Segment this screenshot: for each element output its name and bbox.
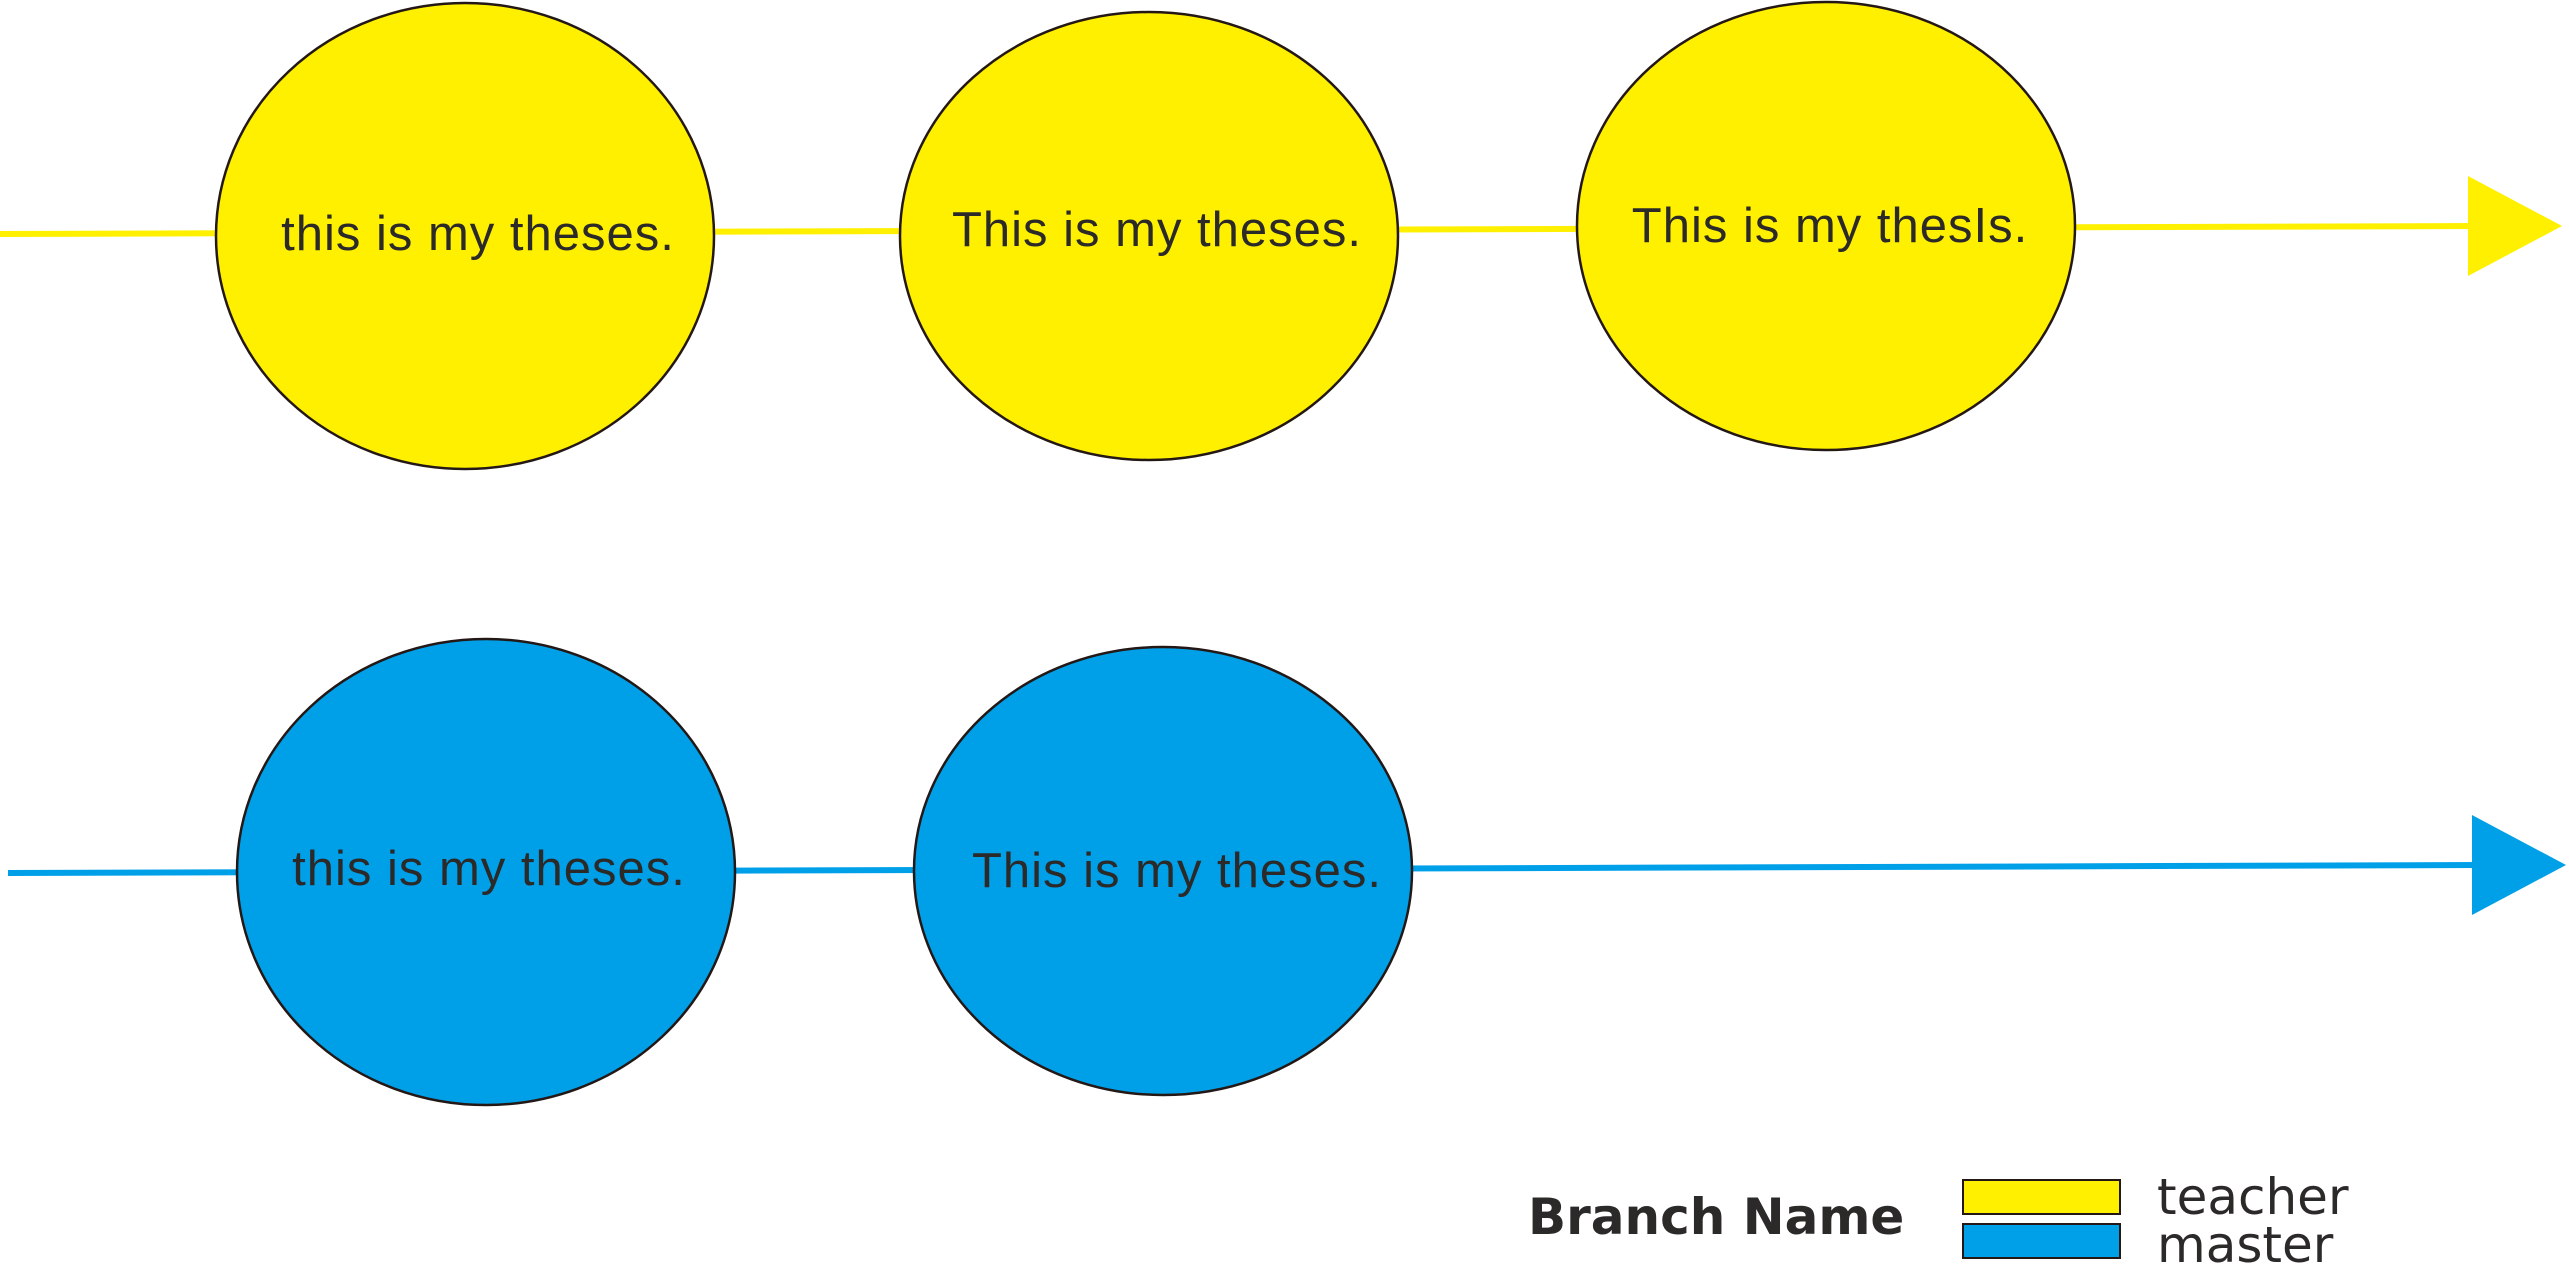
commit-label: This is my thesIs. <box>1632 199 2028 253</box>
legend-swatch-teacher <box>1962 1179 2121 1215</box>
commit-label: this is my theses. <box>281 207 675 261</box>
commit-circle[interactable] <box>214 1 716 471</box>
legend-title: Branch Name <box>1528 1188 1904 1246</box>
commit-circle[interactable] <box>235 637 737 1107</box>
arrow-head-master <box>2472 815 2566 915</box>
commit-node[interactable]: This is my thesIs. <box>1575 0 2077 452</box>
legend-swatch-master <box>1962 1223 2121 1259</box>
legend-label-teacher: teacher <box>2157 1168 2349 1226</box>
arrow-head-teacher <box>2468 176 2562 276</box>
commit-node[interactable]: This is my theses. <box>912 645 1414 1097</box>
commit-label: This is my theses. <box>972 844 1382 898</box>
commit-circle[interactable] <box>1575 0 2077 452</box>
branch-teacher: this is my theses. This is my theses. Th… <box>0 0 2562 471</box>
commit-node[interactable]: this is my theses. <box>235 637 737 1107</box>
legend: Branch Name teacher master <box>1528 1168 2349 1274</box>
commit-circle[interactable] <box>898 10 1400 462</box>
commit-circle[interactable] <box>912 645 1414 1097</box>
commit-node[interactable]: This is my theses. <box>898 10 1400 462</box>
legend-label-master: master <box>2157 1216 2334 1274</box>
commit-node[interactable]: this is my theses. <box>214 1 716 471</box>
branch-master: this is my theses. This is my theses. <box>7 637 2566 1107</box>
commit-label: This is my theses. <box>952 203 1362 257</box>
commit-label: this is my theses. <box>292 842 686 896</box>
